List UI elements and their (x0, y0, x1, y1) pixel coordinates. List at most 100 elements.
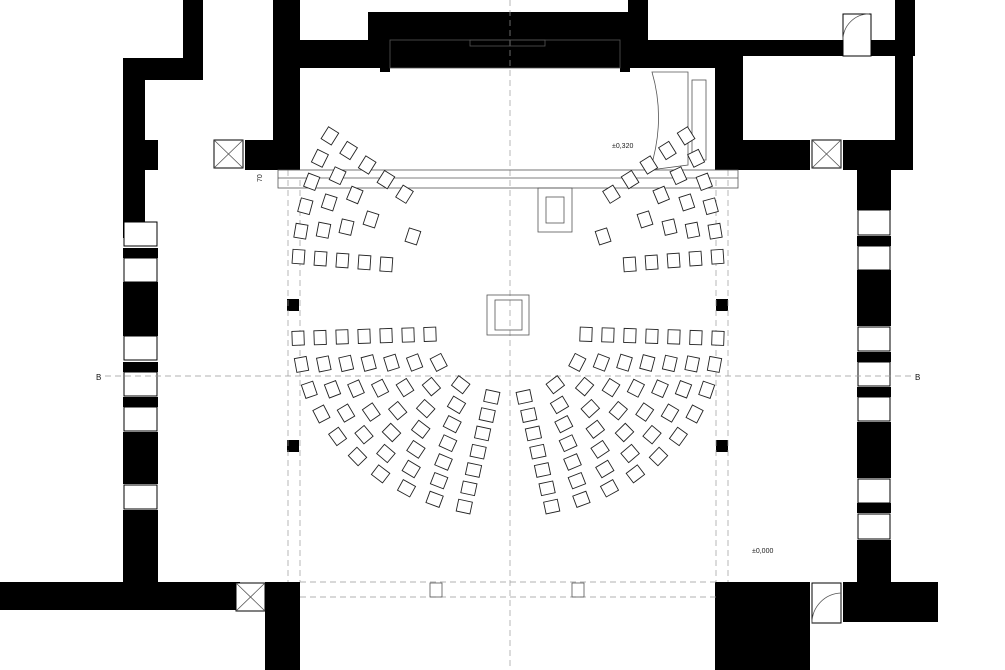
chair (622, 256, 637, 273)
chair (310, 148, 329, 168)
section-mark-left: B (96, 373, 101, 382)
chair (478, 407, 496, 423)
wall-left-pier-1 (123, 248, 158, 258)
chair (387, 400, 408, 421)
chair (616, 353, 633, 372)
chair (423, 326, 437, 342)
chair (684, 355, 701, 373)
wall-top-right-h (648, 40, 843, 56)
top-niche (469, 39, 546, 47)
chair (685, 404, 704, 424)
column-1 (287, 299, 299, 311)
chair (601, 377, 621, 398)
chair (666, 252, 681, 269)
chair (599, 479, 620, 498)
chair (323, 380, 342, 399)
chair (707, 222, 723, 240)
chair (335, 252, 350, 269)
wall-right-pier-4 (857, 352, 891, 362)
chair (429, 352, 448, 372)
chair (446, 395, 467, 415)
chair (361, 402, 381, 422)
chair (688, 250, 703, 267)
chair (538, 480, 556, 497)
chair (357, 155, 377, 175)
seating (291, 126, 725, 515)
chair (354, 424, 374, 445)
chair (524, 425, 543, 442)
chair (396, 479, 417, 498)
wall-bottom-right-h (843, 582, 938, 622)
chair (684, 221, 701, 239)
chair (376, 443, 396, 464)
chair (293, 355, 310, 373)
chair (336, 403, 356, 423)
window-right-6 (857, 478, 891, 504)
chair (357, 328, 371, 344)
chair (429, 471, 449, 490)
chair (464, 462, 483, 478)
stage-platform (277, 169, 739, 189)
chair (572, 490, 591, 508)
chair (695, 172, 713, 192)
chair (702, 197, 719, 216)
chair (320, 193, 338, 212)
chair (711, 330, 725, 346)
chair (674, 380, 693, 399)
chair (383, 353, 400, 372)
window-left-1 (123, 221, 158, 247)
chair (338, 354, 355, 373)
window-left-6 (123, 484, 158, 510)
chair (421, 376, 442, 397)
chair (312, 404, 331, 424)
chair (592, 353, 611, 372)
chair (608, 400, 629, 421)
wall-inner-tr-pier (715, 140, 810, 170)
chair (661, 218, 678, 236)
chair (635, 402, 655, 422)
chair (580, 398, 601, 419)
chair (568, 352, 587, 372)
chair (579, 326, 593, 342)
wall-bottom-left-h (0, 582, 240, 610)
windows (123, 209, 891, 540)
chair (602, 184, 621, 204)
chair (585, 419, 606, 439)
chair (483, 389, 501, 405)
window-left-3 (123, 335, 158, 361)
lectern (537, 187, 573, 233)
chair (395, 184, 414, 204)
chair (401, 459, 421, 479)
chair (669, 166, 688, 186)
chair (381, 422, 402, 443)
chair (425, 490, 444, 508)
chair (328, 426, 348, 447)
chair (645, 328, 659, 344)
wall-top-right-stub (628, 0, 648, 40)
chair (660, 403, 680, 423)
chair (410, 419, 431, 439)
wall-left-lower (123, 510, 158, 585)
chair (291, 248, 306, 265)
window-right-4 (857, 361, 891, 387)
chair (370, 464, 391, 484)
center-table (486, 294, 530, 336)
wall-left-pier-5 (123, 432, 158, 484)
chair (328, 166, 347, 186)
chair (652, 185, 671, 205)
wall-left-pier-3 (123, 362, 158, 372)
chair (668, 426, 688, 447)
chair (320, 126, 340, 146)
chair (676, 126, 696, 146)
wall-right-pier-7 (857, 503, 891, 513)
annotations: ±0,320 ±0,000 B B 70 (96, 143, 920, 555)
chair (315, 221, 332, 239)
chair (379, 256, 394, 273)
window-left-2 (123, 257, 158, 283)
chair (415, 398, 436, 419)
chair (563, 453, 582, 471)
window-right-1 (857, 209, 891, 236)
chair (303, 172, 321, 192)
chair (360, 354, 377, 372)
